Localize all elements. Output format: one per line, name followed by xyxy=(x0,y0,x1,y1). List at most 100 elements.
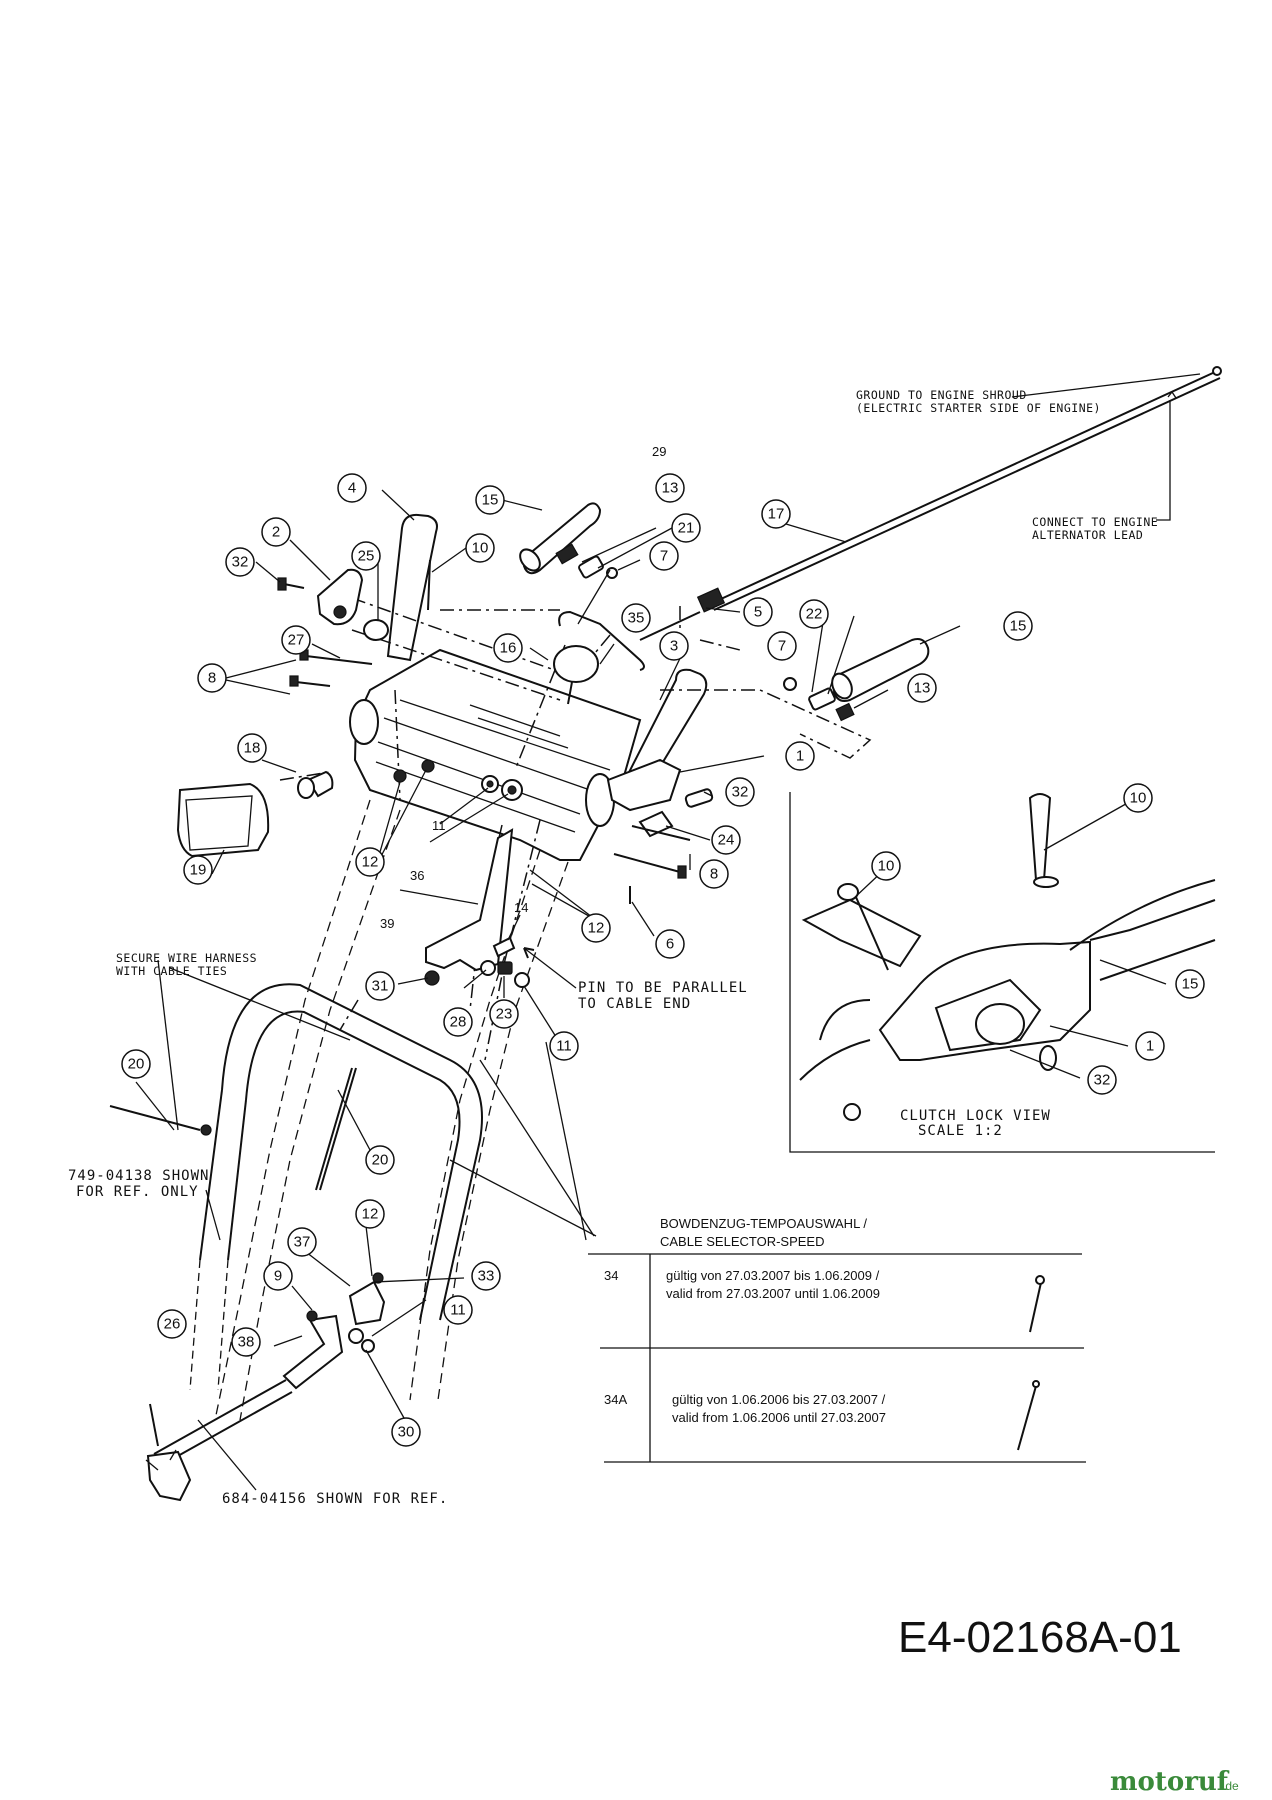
svg-text:11: 11 xyxy=(556,1038,572,1055)
label-11: 11 xyxy=(432,818,446,833)
callout-11-bottom: 11 xyxy=(443,1295,473,1325)
svg-text:10: 10 xyxy=(1130,790,1147,807)
callout-15-inset: 15 xyxy=(1175,969,1205,999)
svg-text:19: 19 xyxy=(190,862,207,879)
note-secure-1: SECURE WIRE HARNESS xyxy=(116,951,257,965)
note-ref749-1: 749-04138 SHOWN xyxy=(68,1168,209,1184)
callout-7-right: 7 xyxy=(767,631,797,661)
callout-20: 20 xyxy=(121,1049,151,1079)
callout-10-inset-a: 10 xyxy=(871,851,901,881)
callout-32: 32 xyxy=(225,547,255,577)
svg-text:33: 33 xyxy=(478,1268,495,1285)
callout-33: 33 xyxy=(471,1261,501,1291)
svg-text:37: 37 xyxy=(294,1234,311,1251)
callout-11: 11 xyxy=(549,1031,579,1061)
callout-16: 16 xyxy=(493,633,523,663)
table-row-1-part: 34 xyxy=(604,1268,618,1283)
note-clutch-2: SCALE 1:2 xyxy=(918,1123,1003,1139)
svg-text:13: 13 xyxy=(914,680,931,697)
label-29: 29 xyxy=(652,444,666,459)
callout-23: 23 xyxy=(489,999,519,1029)
note-connect-2: ALTERNATOR LEAD xyxy=(1032,528,1143,542)
table-row-2-line1: gültig von 1.06.2006 bis 27.03.2007 / xyxy=(672,1392,886,1407)
svg-text:5: 5 xyxy=(754,604,762,621)
svg-text:16: 16 xyxy=(500,640,517,657)
svg-text:3: 3 xyxy=(670,638,678,655)
svg-text:17: 17 xyxy=(768,506,785,523)
callout-1: 1 xyxy=(785,741,815,771)
note-clutch-1: CLUTCH LOCK VIEW xyxy=(900,1108,1051,1124)
callout-2: 2 xyxy=(261,517,291,547)
callout-28: 28 xyxy=(443,1007,473,1037)
svg-text:32: 32 xyxy=(232,554,249,571)
callout-3: 3 xyxy=(659,631,689,661)
callout-4: 4 xyxy=(337,473,367,503)
callout-27: 27 xyxy=(281,625,311,655)
svg-text:23: 23 xyxy=(496,1006,513,1023)
callout-30: 30 xyxy=(391,1417,421,1447)
svg-text:7: 7 xyxy=(778,638,786,655)
svg-text:12: 12 xyxy=(588,920,605,937)
callout-8-right: 8 xyxy=(699,859,729,889)
callout-1-inset: 1 xyxy=(1135,1031,1165,1061)
callout-32-inset: 32 xyxy=(1087,1065,1117,1095)
ground-wire xyxy=(639,366,1222,641)
callout-20-right: 20 xyxy=(365,1145,395,1175)
callout-6: 6 xyxy=(655,929,685,959)
table-row-2-part: 34A xyxy=(604,1392,627,1407)
svg-text:32: 32 xyxy=(732,784,749,801)
callout-35: 35 xyxy=(621,603,651,633)
callout-17: 17 xyxy=(761,499,791,529)
svg-text:35: 35 xyxy=(628,610,645,627)
callout-18: 18 xyxy=(237,733,267,763)
callout-21: 21 xyxy=(671,513,701,543)
svg-text:6: 6 xyxy=(666,936,674,953)
svg-text:12: 12 xyxy=(362,1206,379,1223)
svg-text:10: 10 xyxy=(472,540,489,557)
svg-text:15: 15 xyxy=(1010,618,1027,635)
svg-text:1: 1 xyxy=(1146,1038,1154,1055)
svg-text:.de: .de xyxy=(1222,1779,1239,1793)
callout-12-mid: 12 xyxy=(581,913,611,943)
callout-15: 15 xyxy=(475,485,505,515)
svg-text:27: 27 xyxy=(288,632,305,649)
callout-7: 7 xyxy=(649,541,679,571)
callout-10-inset-b: 10 xyxy=(1123,783,1153,813)
drawing-code: E4-02168A-01 xyxy=(898,1613,1182,1662)
table-row-2-line2: valid from 1.06.2006 until 27.03.2007 xyxy=(672,1410,886,1425)
svg-text:26: 26 xyxy=(164,1316,181,1333)
svg-text:20: 20 xyxy=(128,1056,145,1073)
svg-text:8: 8 xyxy=(710,866,718,883)
table-row-1-line2: valid from 27.03.2007 until 1.06.2009 xyxy=(666,1286,880,1301)
note-ref749-2: FOR REF. ONLY xyxy=(76,1184,199,1200)
callout-38: 38 xyxy=(231,1327,261,1357)
callout-24: 24 xyxy=(711,825,741,855)
svg-text:4: 4 xyxy=(348,480,356,497)
lower-handle xyxy=(189,799,569,1421)
note-ref684: 684-04156 SHOWN FOR REF. xyxy=(222,1491,448,1507)
svg-text:2: 2 xyxy=(272,524,280,541)
table-row-1-line1: gültig von 27.03.2007 bis 1.06.2009 / xyxy=(666,1268,880,1283)
note-pin-1: PIN TO BE PARALLEL xyxy=(578,980,748,996)
svg-text:38: 38 xyxy=(238,1334,255,1351)
callout-10: 10 xyxy=(465,533,495,563)
svg-text:32: 32 xyxy=(1094,1072,1111,1089)
callout-12-bottom: 12 xyxy=(355,1199,385,1229)
svg-text:21: 21 xyxy=(678,520,695,537)
svg-text:24: 24 xyxy=(718,832,735,849)
callout-15-right: 15 xyxy=(1003,611,1033,641)
svg-text:11: 11 xyxy=(450,1302,466,1319)
svg-text:8: 8 xyxy=(208,670,216,687)
callout-25: 25 xyxy=(351,541,381,571)
callout-13-right: 13 xyxy=(907,673,937,703)
note-pin-2: TO CABLE END xyxy=(578,996,691,1012)
svg-text:20: 20 xyxy=(372,1152,389,1169)
clutch-lock-view xyxy=(789,792,1216,1153)
note-ground-1: GROUND TO ENGINE SHROUD xyxy=(856,388,1027,402)
callout-19: 19 xyxy=(183,855,213,885)
callout-22: 22 xyxy=(799,599,829,629)
validity-table: BOWDENZUG-TEMPOAUSWAHL / CABLE SELECTOR-… xyxy=(588,1216,1086,1463)
svg-text:motoruf: motoruf xyxy=(1110,1767,1230,1797)
callout-8: 8 xyxy=(197,663,227,693)
callout-37: 37 xyxy=(287,1227,317,1257)
